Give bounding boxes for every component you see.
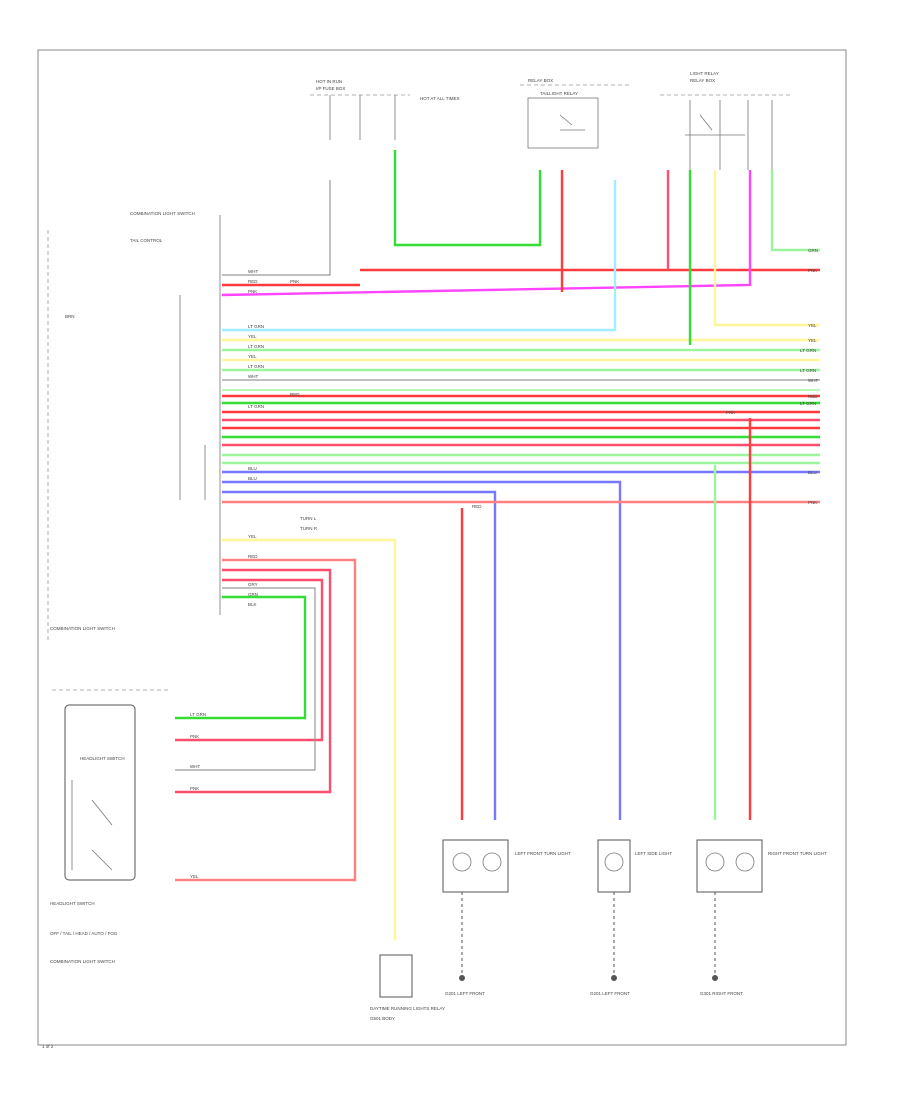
svg-text:LEFT SIDE LIGHT: LEFT SIDE LIGHT: [635, 851, 672, 856]
svg-text:BLU: BLU: [808, 470, 817, 475]
svg-text:WHT: WHT: [248, 374, 258, 379]
left-front-turn-lamp: LEFT FRONT TURN LIGHT G201 LEFT FRONT: [442, 839, 571, 996]
svg-text:LIGHT RELAY: LIGHT RELAY: [690, 71, 719, 76]
svg-text:PNK: PNK: [808, 268, 817, 273]
svg-text:G201 LEFT FRONT: G201 LEFT FRONT: [445, 991, 485, 996]
harness-wires: [175, 170, 820, 940]
svg-text:RELAY BOX: RELAY BOX: [528, 78, 553, 83]
svg-text:G301 RIGHT FRONT: G301 RIGHT FRONT: [700, 991, 743, 996]
svg-text:YEL: YEL: [248, 354, 257, 359]
svg-text:LT GRN: LT GRN: [248, 404, 264, 409]
svg-text:RELAY BOX: RELAY BOX: [690, 78, 715, 83]
light-relay-box: LIGHT RELAY RELAY BOX: [660, 71, 790, 170]
svg-text:GRN: GRN: [808, 248, 818, 253]
connector-wire-labels: WHT RED PNK LT GRN YEL LT GRN YEL LT GRN…: [190, 269, 735, 879]
daytime-running-relay: DAYTIME RUNNING LIGHTS RELAY G501 BODY: [370, 954, 445, 1021]
svg-text:WHT: WHT: [248, 269, 258, 274]
svg-text:G201 LEFT FRONT: G201 LEFT FRONT: [590, 991, 630, 996]
svg-text:BLU: BLU: [248, 476, 257, 481]
diagram-frame: [37, 49, 847, 1046]
svg-text:TAILLIGHT RELAY: TAILLIGHT RELAY: [540, 91, 578, 96]
svg-text:BLU: BLU: [248, 466, 257, 471]
svg-text:LT GRN: LT GRN: [800, 401, 816, 406]
svg-text:G501 BODY: G501 BODY: [370, 1016, 395, 1021]
svg-text:LT GRN: LT GRN: [248, 344, 264, 349]
svg-text:RED: RED: [472, 504, 482, 509]
svg-text:TURN L: TURN L: [300, 516, 317, 521]
svg-text:LT GRN: LT GRN: [800, 368, 816, 373]
headlight-switch: HEADLIGHT SWITCH HEADLIGHT SWITCH OFF / …: [50, 689, 170, 964]
svg-text:PNK: PNK: [726, 410, 735, 415]
svg-text:PNK: PNK: [808, 500, 817, 505]
svg-text:GRN: GRN: [248, 592, 258, 597]
hot-in-run-fuse-box: HOT IN RUN I/P FUSE BOX HOT AT ALL TIMES: [310, 79, 460, 140]
taillight-relay-box: RELAY BOX TAILLIGHT RELAY: [520, 78, 630, 149]
svg-text:RIGHT FRONT TURN LIGHT: RIGHT FRONT TURN LIGHT: [768, 851, 827, 856]
svg-text:LT GRN: LT GRN: [190, 712, 206, 717]
svg-text:RED: RED: [248, 554, 258, 559]
svg-text:YEL: YEL: [808, 338, 817, 343]
svg-text:LEFT FRONT TURN LIGHT: LEFT FRONT TURN LIGHT: [515, 851, 571, 856]
svg-text:GRY: GRY: [248, 582, 258, 587]
svg-text:WHT: WHT: [808, 378, 818, 383]
svg-text:LT GRN: LT GRN: [248, 324, 264, 329]
svg-text:HEADLIGHT SWITCH: HEADLIGHT SWITCH: [50, 901, 95, 906]
svg-text:OFF / TAIL / HEAD / AUTO / FOG: OFF / TAIL / HEAD / AUTO / FOG: [50, 931, 118, 936]
combination-switch-connector: COMBINATION LIGHT SWITCH TAIL CONTROL CO…: [47, 211, 221, 640]
svg-text:YEL: YEL: [248, 334, 257, 339]
svg-text:YEL: YEL: [248, 534, 257, 539]
svg-text:PNK: PNK: [190, 786, 199, 791]
svg-text:HOT IN RUN: HOT IN RUN: [316, 79, 342, 84]
svg-text:WHT: WHT: [190, 764, 200, 769]
footer-code: 1 of 2: [42, 1044, 54, 1049]
right-front-turn-lamp: RIGHT FRONT TURN LIGHT G301 RIGHT FRONT: [696, 839, 827, 996]
svg-text:RED: RED: [808, 394, 818, 399]
svg-text:PNK: PNK: [190, 734, 199, 739]
svg-text:HOT AT ALL TIMES: HOT AT ALL TIMES: [420, 96, 460, 101]
svg-text:BRN: BRN: [65, 314, 75, 319]
svg-text:LT GRN: LT GRN: [248, 364, 264, 369]
svg-text:LT GRN: LT GRN: [800, 348, 816, 353]
left-side-marker-lamp: LEFT SIDE LIGHT G201 LEFT FRONT: [590, 839, 672, 996]
relay-drop-wires: [393, 150, 820, 820]
svg-text:RED: RED: [248, 279, 258, 284]
svg-text:COMBINATION LIGHT SWITCH: COMBINATION LIGHT SWITCH: [50, 959, 115, 964]
svg-text:TAIL CONTROL: TAIL CONTROL: [130, 238, 163, 243]
svg-text:HEADLIGHT SWITCH: HEADLIGHT SWITCH: [80, 756, 125, 761]
svg-text:YEL: YEL: [808, 323, 817, 328]
svg-text:YEL: YEL: [190, 874, 199, 879]
svg-text:PNK: PNK: [248, 289, 257, 294]
svg-text:PNK: PNK: [290, 279, 299, 284]
svg-text:TURN R: TURN R: [300, 526, 318, 531]
svg-text:BLK: BLK: [248, 602, 257, 607]
svg-text:I/P FUSE BOX: I/P FUSE BOX: [316, 86, 345, 91]
right-edge-wire-labels: GRN PNK YEL YEL LT GRN LT GRN WHT RED LT…: [800, 248, 818, 505]
svg-text:RED: RED: [290, 392, 300, 397]
svg-text:COMBINATION LIGHT SWITCH: COMBINATION LIGHT SWITCH: [50, 626, 115, 631]
svg-text:DAYTIME RUNNING LIGHTS RELAY: DAYTIME RUNNING LIGHTS RELAY: [370, 1006, 445, 1011]
svg-text:COMBINATION LIGHT SWITCH: COMBINATION LIGHT SWITCH: [130, 211, 195, 216]
